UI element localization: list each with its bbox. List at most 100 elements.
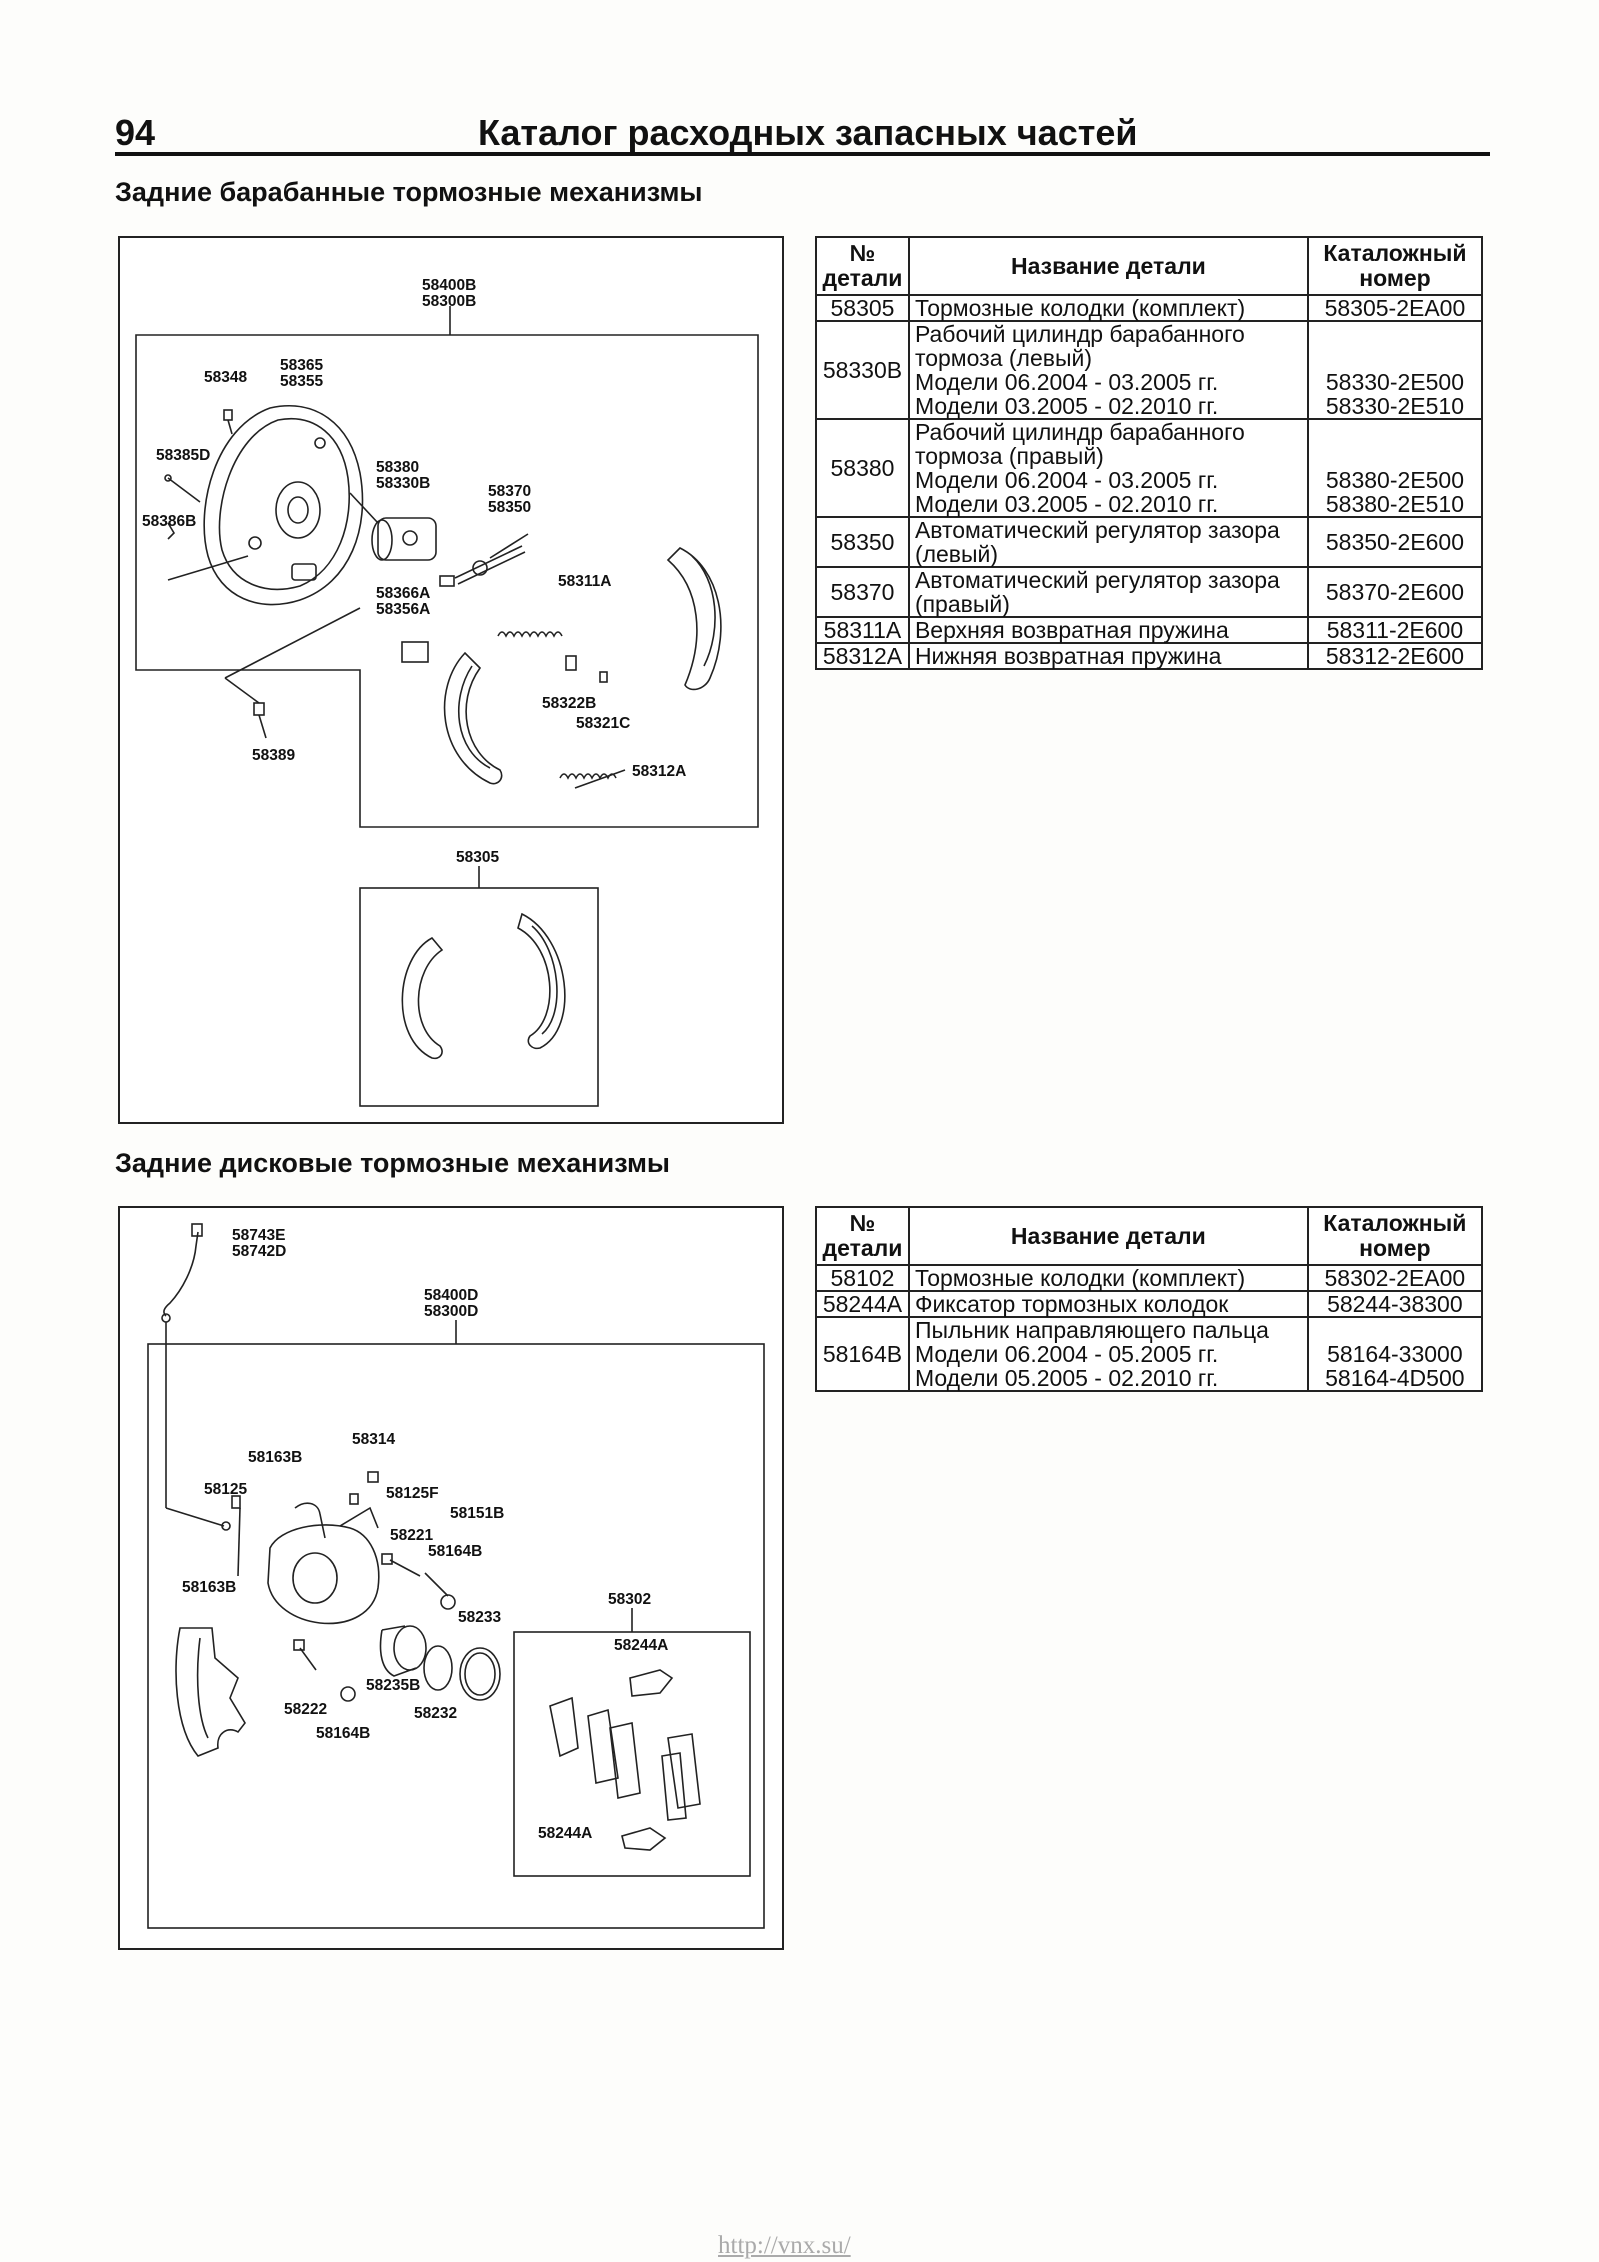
guide-pin-58221-icon bbox=[381, 1553, 421, 1577]
shoe-set-left-icon bbox=[401, 936, 444, 1060]
callout-58300D: 58300D bbox=[424, 1303, 478, 1320]
table-row: 58102 Тормозные колодки (комплект) 58302… bbox=[815, 1264, 1484, 1292]
callout-58322B: 58322B bbox=[542, 695, 596, 712]
callout-58400D: 58400D bbox=[424, 1287, 478, 1304]
catalog-number: 58302-2EA00 bbox=[1306, 1264, 1484, 1292]
callout-58314: 58314 bbox=[352, 1431, 395, 1448]
guide-pin-58222-icon bbox=[293, 1639, 317, 1671]
part-name: Автоматический регулятор зазора(правый) bbox=[907, 566, 1309, 618]
table-row: 58311A Верхняя возвратная пружина 58311-… bbox=[815, 616, 1484, 644]
part-name: Нижняя возвратная пружина bbox=[907, 642, 1309, 670]
disc-brake-drawing: 58743E 58742D 58400D 58300D 58314 58163B… bbox=[147, 1223, 765, 1929]
catalog-number: 58350-2E600 bbox=[1306, 516, 1484, 568]
dust-boot-icon bbox=[459, 1647, 501, 1701]
catalog-number: 58370-2E600 bbox=[1306, 566, 1484, 618]
callout-58222: 58222 bbox=[284, 1701, 327, 1718]
drum-parts-table: № детали Название детали Каталожный номе… bbox=[815, 236, 1484, 670]
header-part-number: № детали bbox=[815, 236, 910, 296]
callout-58125: 58125 bbox=[204, 1481, 247, 1498]
part-name: Верхняя возвратная пружина bbox=[907, 616, 1309, 644]
piston-icon bbox=[379, 1625, 427, 1677]
part-name: Тормозные колодки (комплект) bbox=[907, 294, 1309, 322]
callout-58356A: 58356A bbox=[376, 601, 430, 618]
bolt-58163B-icon bbox=[231, 1495, 241, 1509]
seal-ring-icon bbox=[423, 1645, 453, 1691]
callout-58380: 58380 bbox=[376, 459, 419, 476]
pin-58385D-icon bbox=[164, 474, 201, 503]
shoe-right-icon bbox=[666, 547, 722, 691]
disc-brake-diagram: 58743E 58742D 58400D 58300D 58314 58163B… bbox=[118, 1206, 784, 1950]
header-catalog-number: Каталожный номер bbox=[1306, 1206, 1484, 1266]
boot-58164B-icon bbox=[440, 1594, 456, 1610]
callout-58232: 58232 bbox=[414, 1705, 457, 1722]
shoe-left-icon bbox=[443, 651, 503, 785]
caliper-body-icon bbox=[267, 1502, 380, 1625]
callout-58330B: 58330B bbox=[376, 475, 430, 492]
part-name: Автоматический регулятор зазора(левый) bbox=[907, 516, 1309, 568]
callout-58366A: 58366A bbox=[376, 585, 430, 602]
catalog-number: 58305-2EA00 bbox=[1306, 294, 1484, 322]
callout-58385D: 58385D bbox=[156, 447, 210, 464]
part-number: 58311A bbox=[815, 616, 910, 644]
callout-58389: 58389 bbox=[252, 747, 295, 764]
callout-58125F: 58125F bbox=[386, 1485, 439, 1502]
assembly-outline bbox=[135, 334, 759, 828]
part-number: 58350 bbox=[815, 516, 910, 568]
callout-58300B: 58300B bbox=[422, 293, 476, 310]
callout-58164B-lower: 58164B bbox=[316, 1725, 370, 1742]
callout-58400B: 58400B bbox=[422, 277, 476, 294]
shoe-set-right-icon bbox=[517, 912, 566, 1050]
table-row: 58370 Автоматический регулятор зазора(пр… bbox=[815, 566, 1484, 618]
header-catalog-number: Каталожный номер bbox=[1306, 236, 1484, 296]
callout-58386B: 58386B bbox=[142, 513, 196, 530]
callout-58244A: 58244A bbox=[614, 1637, 668, 1654]
callout-58163B: 58163B bbox=[248, 1449, 302, 1466]
brake-pad-icon bbox=[549, 1696, 701, 1821]
disc-section-title: Задние дисковые тормозные механизмы bbox=[115, 1148, 670, 1178]
callout-58370: 58370 bbox=[488, 483, 531, 500]
drum-brake-drawing: 58400B 58300B 58365 58355 58348 58385D 5… bbox=[135, 277, 759, 1107]
table-row: 58350 Автоматический регулятор зазора(ле… bbox=[815, 516, 1484, 568]
cup-58322B-icon bbox=[565, 655, 577, 671]
drum-brake-diagram: 58400B 58300B 58365 58355 58348 58385D 5… bbox=[118, 236, 784, 1124]
footer-url-link[interactable]: http://vnx.su/ bbox=[718, 2232, 851, 2259]
bolt-58125F-icon bbox=[349, 1493, 359, 1505]
callout-58305: 58305 bbox=[456, 849, 499, 866]
callout-58233: 58233 bbox=[458, 1609, 501, 1626]
header-rule bbox=[115, 152, 1490, 156]
table-header-row: № детали Название детали Каталожный номе… bbox=[815, 1206, 1484, 1266]
header-part-name: Название детали bbox=[907, 236, 1309, 296]
header-part-number: № детали bbox=[815, 1206, 910, 1266]
callout-58350: 58350 bbox=[488, 499, 531, 516]
page-number: 94 bbox=[115, 112, 156, 153]
backing-plate-icon bbox=[203, 405, 364, 606]
pin-58321C-icon bbox=[599, 671, 608, 683]
drum-section-title: Задние барабанные тормозные механизмы bbox=[115, 177, 703, 207]
callout-58355: 58355 bbox=[280, 373, 323, 390]
part-number: 58312A bbox=[815, 642, 910, 670]
table-header-row: № детали Название детали Каталожный номе… bbox=[815, 236, 1484, 296]
part-name: Тормозные колодки (комплект) bbox=[907, 1264, 1309, 1292]
brake-hose-icon bbox=[161, 1223, 203, 1323]
header-part-name: Название детали bbox=[907, 1206, 1309, 1266]
callout-58311A: 58311A bbox=[558, 573, 611, 590]
callout-58321C: 58321C bbox=[576, 715, 630, 732]
callout-58365: 58365 bbox=[280, 357, 323, 374]
part-number: 58164B bbox=[815, 1316, 910, 1392]
upper-spring-icon bbox=[497, 631, 563, 638]
callout-58302: 58302 bbox=[608, 1591, 651, 1608]
catalog-number: 58244-38300 bbox=[1306, 1290, 1484, 1318]
catalog-number: 58312-2E600 bbox=[1306, 642, 1484, 670]
bolt-58389-icon bbox=[253, 702, 267, 739]
lever-icon bbox=[401, 641, 429, 663]
callout-58163B-lower: 58163B bbox=[182, 1579, 236, 1596]
callout-58312A: 58312A bbox=[632, 763, 686, 780]
catalog-number: 58311-2E600 bbox=[1306, 616, 1484, 644]
